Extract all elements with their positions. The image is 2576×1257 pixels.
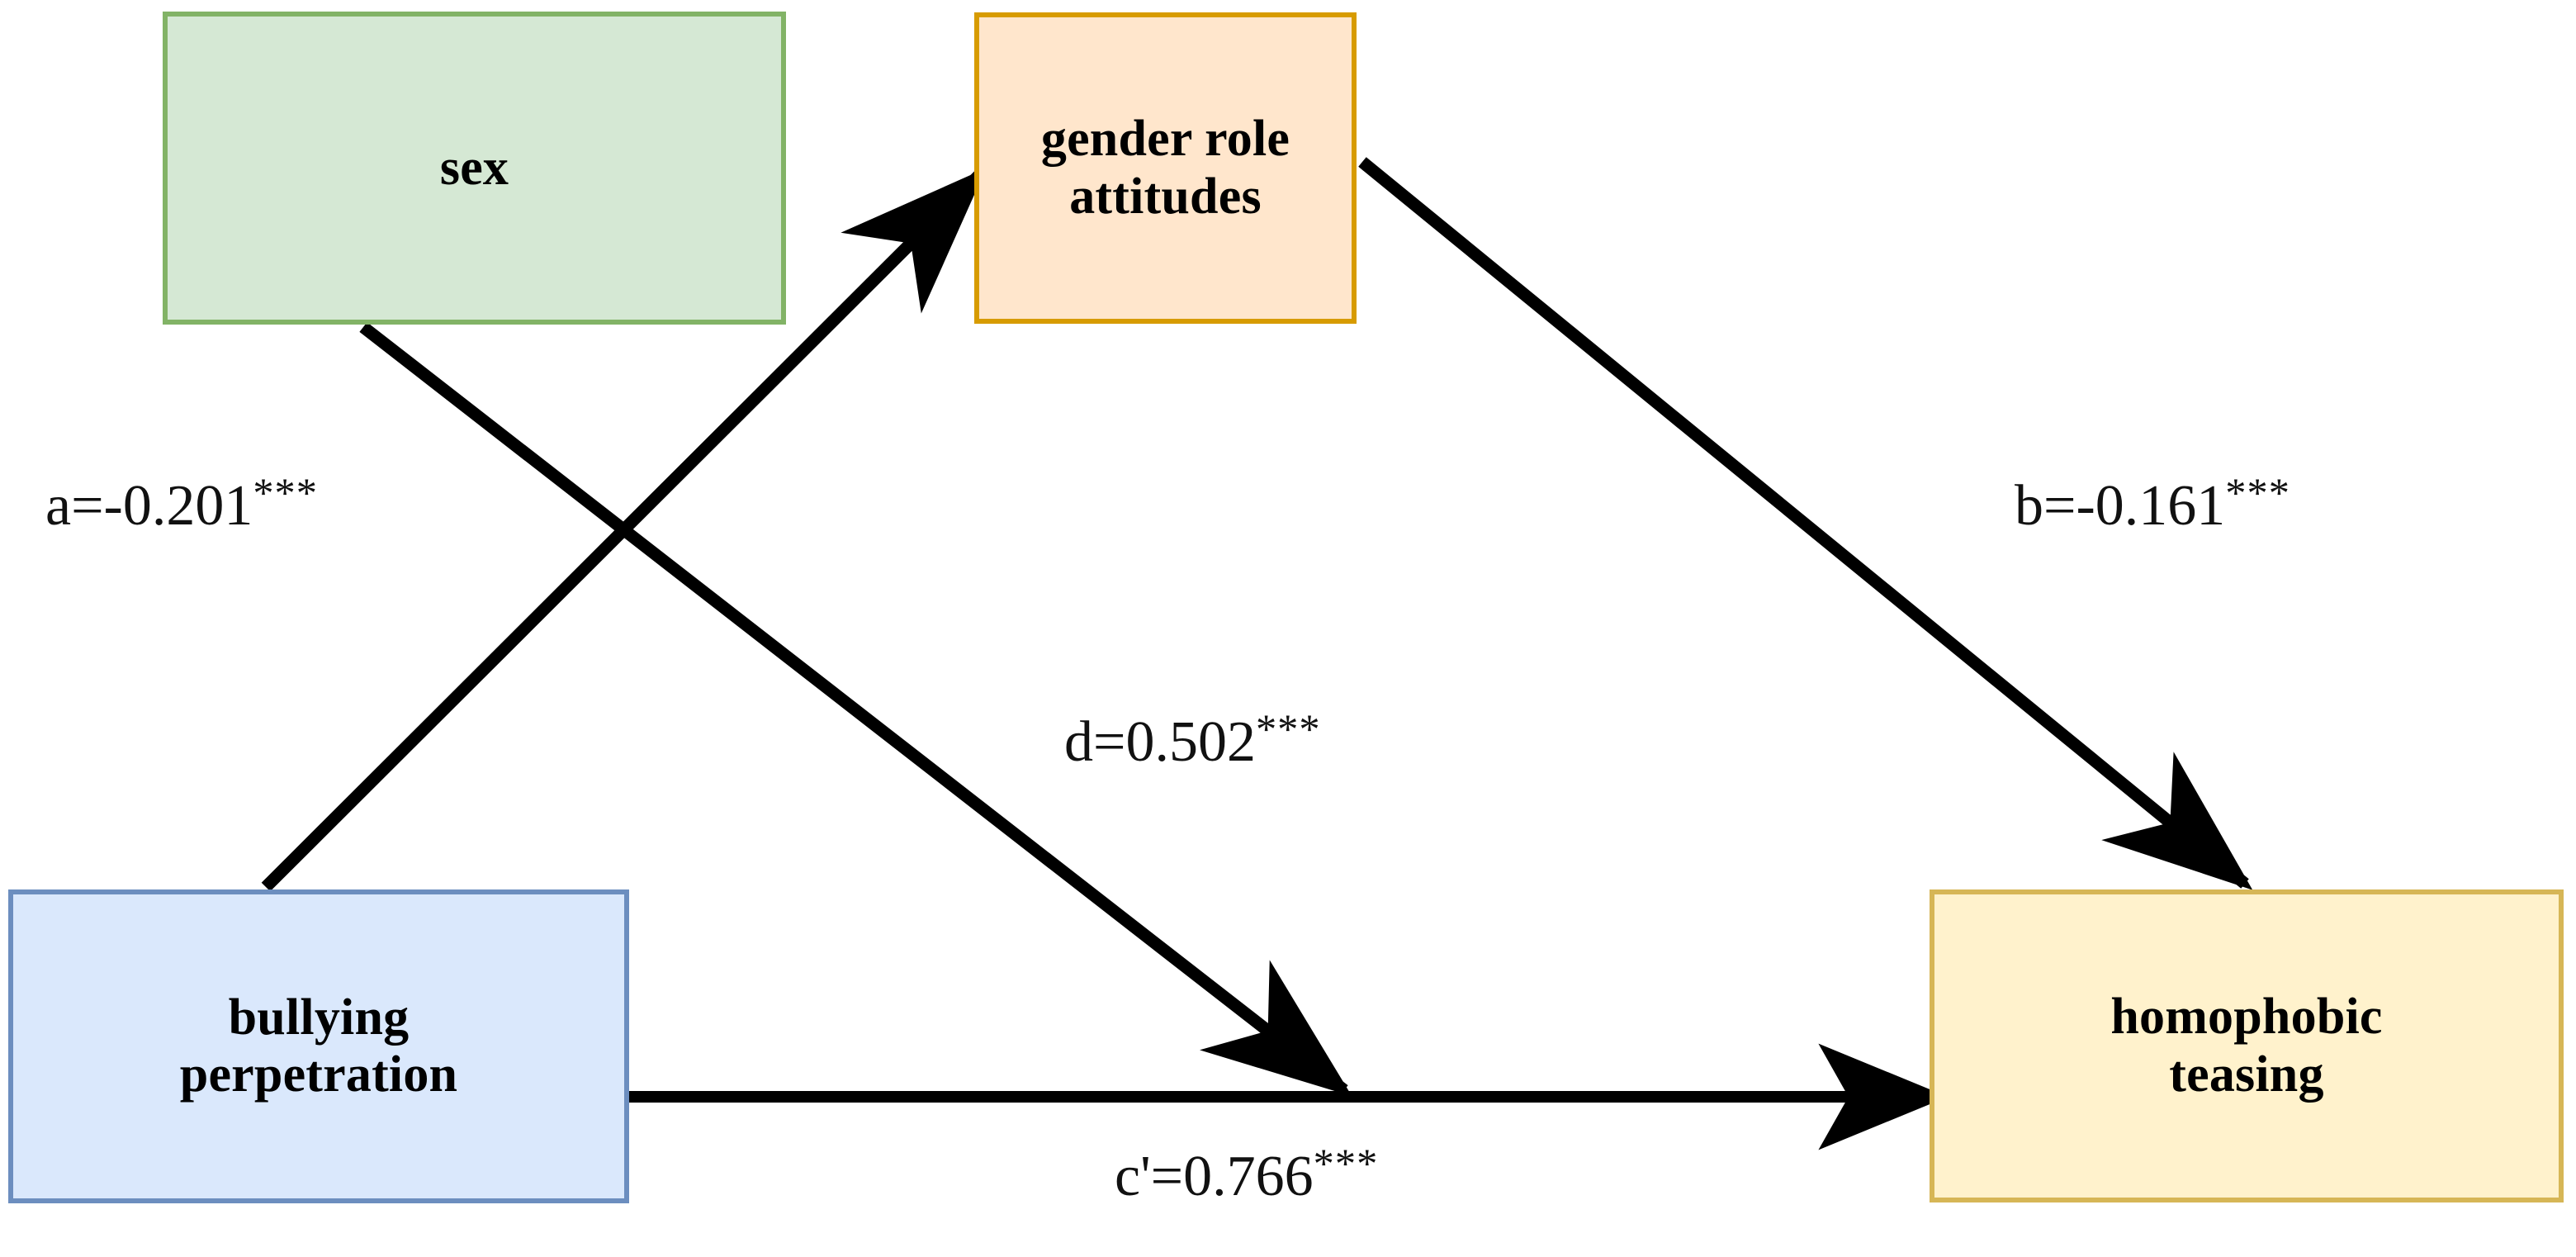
node-homophobic-teasing[interactable]: homophobic teasing <box>1930 889 2564 1202</box>
node-sex[interactable]: sex <box>163 12 786 325</box>
node-bullying-perpetration[interactable]: bullying perpetration <box>8 889 629 1203</box>
edge-d-arrow <box>359 322 1352 1097</box>
edge-label-a-stars: *** <box>253 470 318 516</box>
edge-label-c-prime-stars: *** <box>1313 1141 1379 1187</box>
edge-label-d-stars: *** <box>1255 706 1321 752</box>
node-gender-role-attitudes-label: gender role attitudes <box>1040 111 1290 225</box>
node-sex-label: sex <box>439 139 509 196</box>
edge-label-a: a=-0.201*** <box>45 472 318 535</box>
edge-label-b-coefficient: b=-0.161 <box>2015 474 2226 538</box>
node-gender-role-attitudes[interactable]: gender role attitudes <box>974 12 1357 324</box>
edge-label-c-prime: c'=0.766*** <box>1115 1143 1378 1206</box>
edge-label-d: d=0.502*** <box>1064 709 1321 771</box>
edge-b-arrow <box>1358 157 2253 890</box>
edge-label-a-coefficient: a=-0.201 <box>45 474 253 538</box>
edge-label-b: b=-0.161*** <box>2015 472 2290 535</box>
edge-label-c-prime-coefficient: c'=0.766 <box>1115 1145 1314 1209</box>
node-homophobic-teasing-label: homophobic teasing <box>2110 989 2383 1103</box>
node-bullying-perpetration-label: bullying perpetration <box>179 989 458 1103</box>
edge-label-d-coefficient: d=0.502 <box>1064 710 1256 775</box>
edge-label-b-stars: *** <box>2225 470 2290 516</box>
